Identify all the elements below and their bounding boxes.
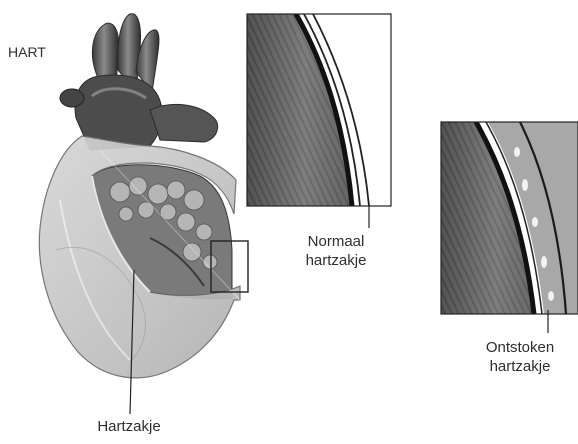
normal-pericardium-label: Normaal hartzakje — [286, 232, 386, 270]
pericardium-label: Hartzakje — [74, 417, 184, 436]
inflamed-label-line-2: hartzakje — [466, 357, 574, 376]
inflamed-pericardium-label: Ontstoken hartzakje — [466, 338, 574, 376]
heart-title-label: HART — [8, 43, 46, 62]
inflamed-label-line-1: Ontstoken — [466, 338, 574, 357]
normal-label-line-1: Normaal — [286, 232, 386, 251]
normal-label-line-2: hartzakje — [286, 251, 386, 270]
great-vessels — [60, 14, 218, 150]
normal-pericardium-inset — [247, 14, 391, 228]
inflamed-pericardium-inset — [441, 122, 578, 333]
